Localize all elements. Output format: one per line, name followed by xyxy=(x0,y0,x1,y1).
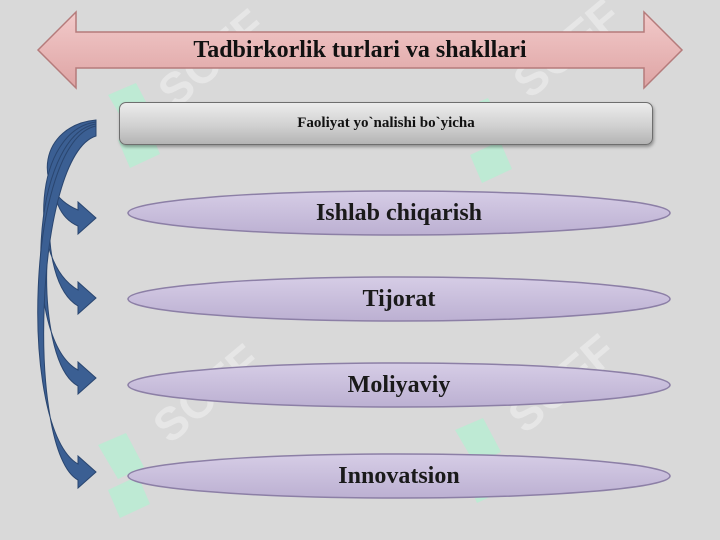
category-box: Faoliyat yo`nalishi bo`yicha xyxy=(119,102,653,145)
oval-tijorat xyxy=(127,276,671,322)
item-label-tijorat: Tijorat xyxy=(362,286,436,312)
oval-ishlab-chiqarish xyxy=(127,190,671,236)
oval-shapes xyxy=(127,190,671,499)
item-label-innovatsion: Innovatsion xyxy=(338,463,460,489)
title-arrow-shape xyxy=(36,10,684,90)
page-title: Tadbirkorlik turlari va shakllari xyxy=(193,37,527,63)
connector-arrow-4 xyxy=(37,125,97,490)
item-label-moliyaviy: Moliyaviy xyxy=(347,372,451,398)
oval-innovatsion xyxy=(127,453,671,499)
oval-moliyaviy xyxy=(127,362,671,408)
category-label: Faoliyat yo`nalishi bo`yicha xyxy=(297,115,475,131)
item-label-ishlab-chiqarish: Ishlab chiqarish xyxy=(315,200,483,226)
connector-arrows xyxy=(37,119,97,490)
